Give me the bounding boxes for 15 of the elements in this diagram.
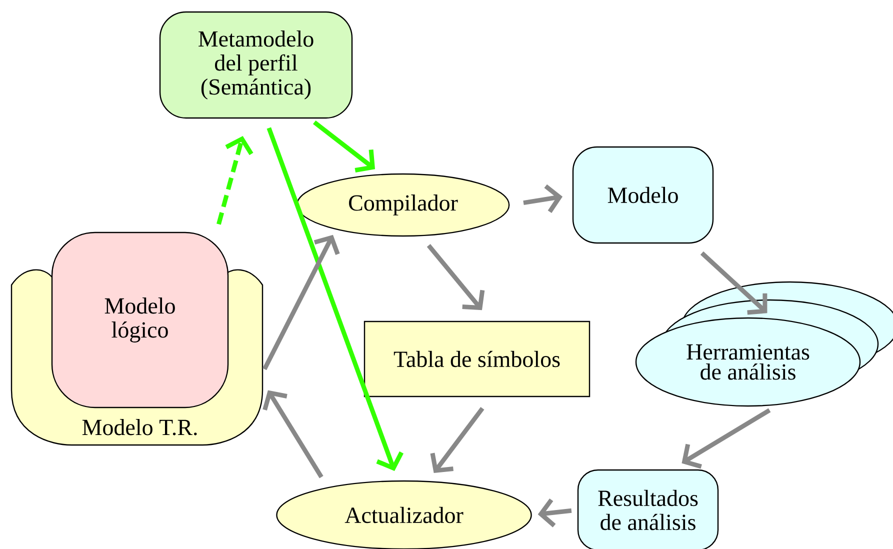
arrow [682, 408, 771, 469]
process-box: Modelo [572, 146, 714, 244]
arrow [262, 234, 340, 370]
stacked-ellipses: Herramientas de análisis [635, 281, 893, 407]
process-box: Metamodelo del perfil (Semántica) [159, 11, 353, 119]
process-box: Modelo lógico [51, 232, 229, 408]
arrow [312, 120, 376, 172]
arrow [262, 390, 324, 478]
dashed-arrow [216, 136, 254, 225]
arrow [430, 406, 484, 474]
process-box: Resultados de análisis [577, 469, 719, 549]
arrow [426, 244, 485, 310]
arrow [700, 251, 768, 315]
process-box: Tabla de símbolos [364, 320, 590, 398]
arrow [266, 127, 404, 472]
